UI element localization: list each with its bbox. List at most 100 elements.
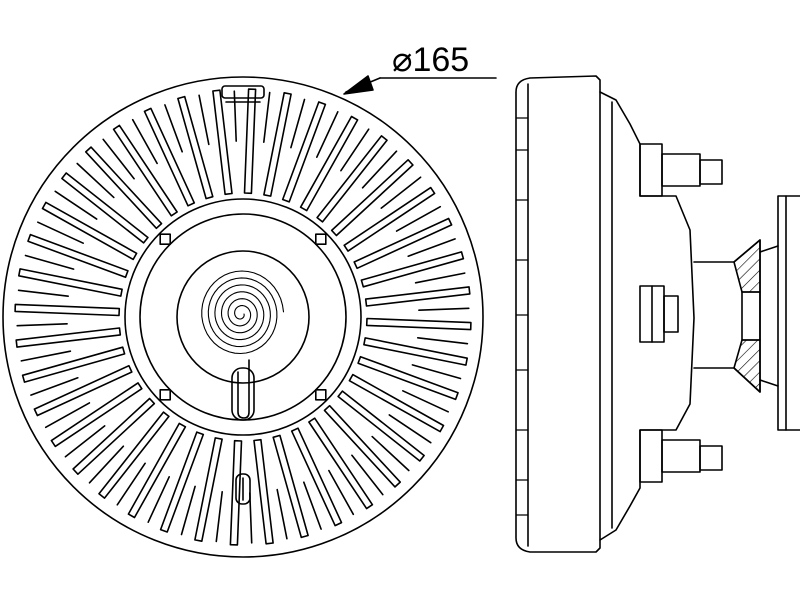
fin-rib [102, 138, 135, 180]
fin [127, 422, 187, 519]
fin-rib [371, 435, 410, 472]
upper-stud [639, 143, 723, 197]
fin-rib [131, 118, 158, 165]
fin [330, 159, 414, 237]
drive-shaft [693, 239, 761, 393]
fin [337, 390, 425, 462]
fin [15, 327, 122, 348]
fin-rib [88, 445, 125, 484]
fin-rib [416, 336, 469, 345]
fin [61, 172, 149, 244]
fin-rib [340, 128, 370, 172]
fin [177, 95, 214, 200]
bimetal-spring-coil [201, 270, 285, 355]
fin-rib [17, 289, 69, 298]
fin-rib [262, 91, 271, 143]
fin-rib [414, 272, 466, 284]
fin-rib [215, 490, 223, 543]
fin [263, 92, 292, 197]
fin [323, 404, 401, 488]
hub-notch [314, 233, 327, 245]
outer-rim [2, 76, 484, 558]
fin [98, 411, 170, 499]
fin [272, 434, 309, 539]
fin-rib [54, 190, 98, 220]
fin [229, 439, 243, 546]
fin [281, 101, 327, 203]
hub-center-disc [176, 250, 310, 384]
fin-rib [36, 221, 84, 244]
cooling-fins [14, 88, 472, 546]
front-view [2, 76, 484, 558]
fin-rib [147, 475, 170, 524]
fin-rib [249, 492, 253, 544]
fin-rib [180, 485, 196, 536]
fin-rib [16, 322, 68, 327]
spring-tab [231, 367, 255, 421]
fin [290, 427, 343, 527]
center-bearing [639, 285, 679, 343]
side-housing [599, 91, 695, 541]
fin-rib [395, 205, 442, 232]
hub-ring-outer [124, 198, 362, 436]
fin [253, 438, 274, 545]
fin [357, 355, 459, 401]
fin [363, 337, 468, 366]
bottom-boss [235, 473, 251, 505]
hub-notch [159, 233, 171, 245]
fin-rib [164, 104, 183, 153]
fin [365, 317, 472, 331]
hub-notch [314, 388, 327, 401]
fin [212, 89, 233, 196]
fin [194, 437, 223, 542]
fin [50, 382, 143, 448]
top-boss [221, 85, 265, 103]
fin [72, 397, 156, 475]
fin [159, 431, 205, 533]
fin-rib [64, 425, 106, 458]
fin-rib [328, 469, 355, 516]
fin-rib [418, 307, 470, 312]
mounting-flange [759, 195, 800, 431]
fin [18, 268, 123, 297]
fin-rib [233, 90, 237, 142]
fin-rib [198, 94, 210, 146]
fin-rib [44, 402, 91, 429]
fin [299, 115, 359, 212]
fin-rib [302, 481, 322, 530]
side-fin-ticks [515, 117, 529, 516]
fin-rib [401, 389, 450, 413]
fin [316, 135, 388, 223]
fin [360, 251, 465, 288]
fin [308, 417, 374, 510]
fin [243, 88, 257, 195]
diameter-label: ⌀165 [392, 41, 470, 79]
side-view [515, 75, 800, 553]
side-body-outline [515, 75, 601, 553]
fin-rib [24, 254, 75, 270]
fin-rib [388, 414, 432, 444]
fin-rib [361, 150, 398, 189]
fin [33, 364, 133, 417]
fin-rib [315, 111, 339, 158]
fin [14, 303, 121, 317]
fin-rib [407, 238, 456, 258]
lower-stud [639, 429, 723, 483]
dimension-arrowhead [343, 75, 374, 95]
fin-rib [76, 162, 115, 199]
fin [143, 107, 196, 207]
hub-notch [159, 388, 171, 401]
diameter-dimension [343, 75, 497, 95]
fin-rib [276, 488, 288, 540]
fin-rib [411, 364, 462, 380]
fin [41, 201, 138, 261]
fin [112, 124, 178, 217]
fin-rib [30, 376, 79, 396]
spring-lead [237, 359, 250, 419]
spiral-coil [201, 270, 285, 355]
fin [353, 217, 453, 270]
fin [343, 186, 436, 252]
fin-rib [20, 350, 72, 362]
fin [27, 233, 129, 279]
